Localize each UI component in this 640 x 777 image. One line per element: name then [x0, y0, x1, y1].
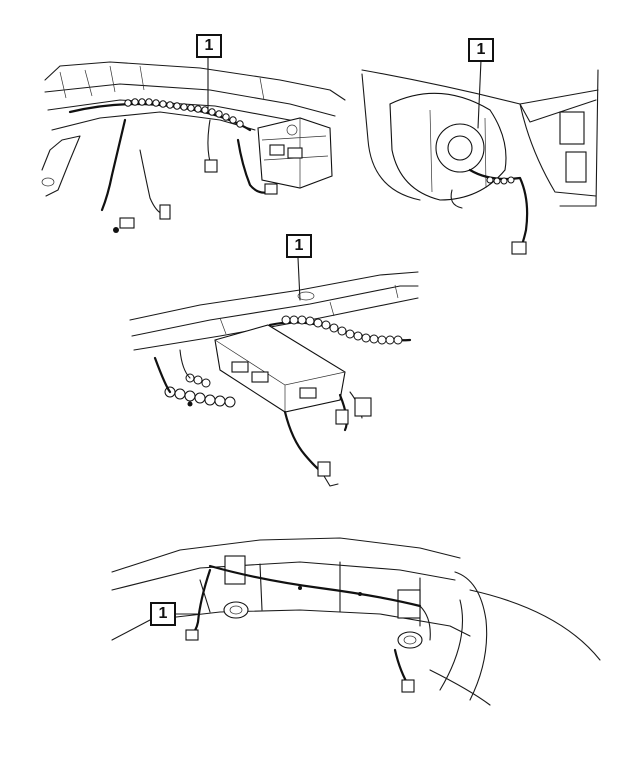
- callout-1-view-pdc: 1: [286, 234, 312, 258]
- harness-loom-1: [124, 98, 244, 128]
- view-crossmember-harness: [111, 537, 601, 706]
- callout-1-view-headlamp: 1: [468, 38, 494, 62]
- callout-1-view-front-frame: 1: [196, 34, 222, 58]
- view-front-frame-harness: [41, 53, 346, 233]
- view-headlamp-harness: [361, 59, 599, 255]
- view-pdc-harness: [129, 257, 419, 487]
- callout-1-view-crossmember: 1: [150, 602, 176, 626]
- harness-loom-3: [164, 315, 403, 408]
